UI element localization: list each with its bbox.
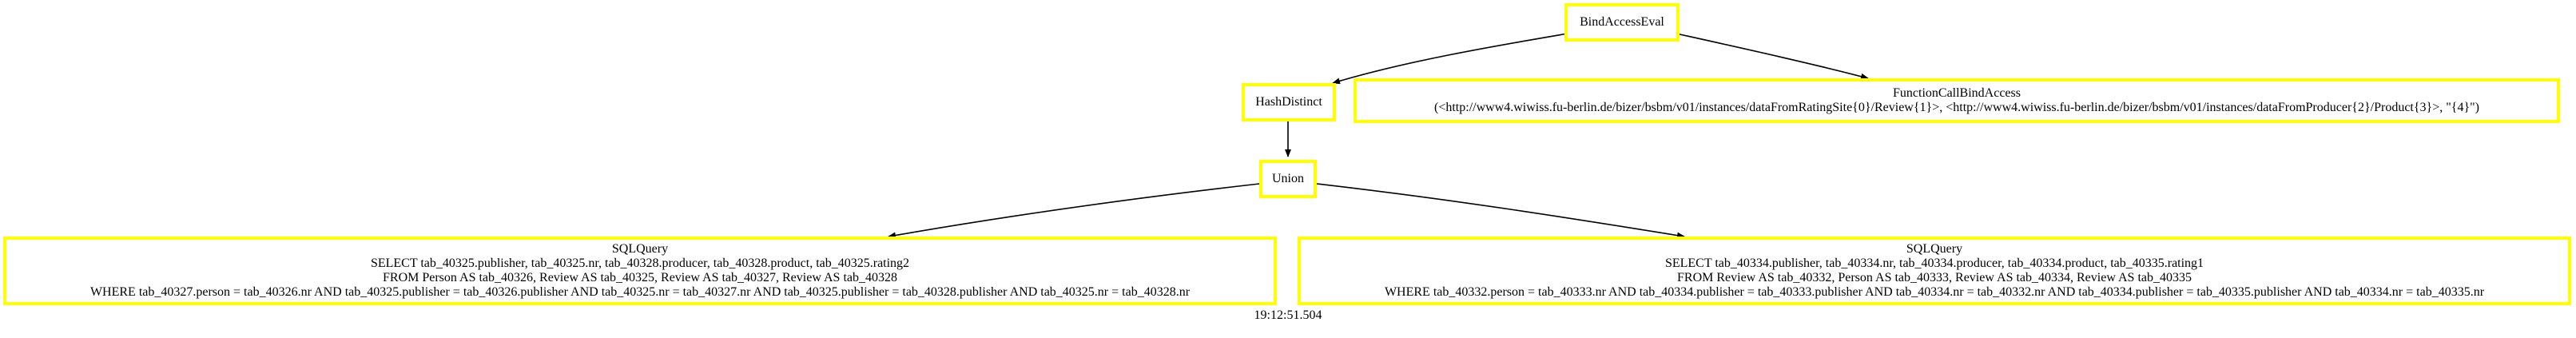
node-bindaccesseval-label: BindAccessEval <box>1580 15 1664 29</box>
edge-union-to-sql-right <box>1316 183 1685 239</box>
node-functioncallbindaccess-detail: (<http://www4.wiwiss.fu-berlin.de/bizer/… <box>1434 101 2479 114</box>
node-sqlquery-left-where: WHERE tab_40327.person = tab_40326.nr AN… <box>89 285 1191 299</box>
node-hashdistinct-label: HashDistinct <box>1255 95 1322 109</box>
node-functioncallbindaccess-label: FunctionCallBindAccess <box>1893 86 2021 100</box>
node-sqlquery-left-label: SQLQuery <box>611 242 669 256</box>
node-union-label: Union <box>1272 172 1304 185</box>
node-hashdistinct: HashDistinct <box>1242 83 1336 121</box>
timestamp-label: 19:12:51.504 <box>1254 308 1322 322</box>
node-functioncallbindaccess: FunctionCallBindAccess (<http://www4.wiw… <box>1354 78 2560 123</box>
node-sqlquery-left-select: SELECT tab_40325.publisher, tab_40325.nr… <box>370 256 910 270</box>
node-sqlquery-right-label: SQLQuery <box>1906 242 1963 256</box>
node-sqlquery-right-where: WHERE tab_40332.person = tab_40333.nr AN… <box>1384 285 2485 299</box>
node-sqlquery-right: SQLQuery SELECT tab_40334.publisher, tab… <box>1298 237 2571 305</box>
edge-root-to-functioncall <box>1676 33 1869 80</box>
node-bindaccesseval: BindAccessEval <box>1564 3 1680 42</box>
node-sqlquery-left-from: FROM Person AS tab_40326, Review AS tab_… <box>383 271 897 284</box>
edge-root-to-hashdistinct <box>1332 33 1568 85</box>
node-union: Union <box>1259 160 1317 198</box>
node-sqlquery-left: SQLQuery SELECT tab_40325.publisher, tab… <box>3 237 1277 305</box>
node-sqlquery-right-from: FROM Review AS tab_40332, Person AS tab_… <box>1677 271 2192 284</box>
node-sqlquery-right-select: SELECT tab_40334.publisher, tab_40334.nr… <box>1664 256 2204 270</box>
edge-union-to-sql-left <box>888 183 1260 239</box>
